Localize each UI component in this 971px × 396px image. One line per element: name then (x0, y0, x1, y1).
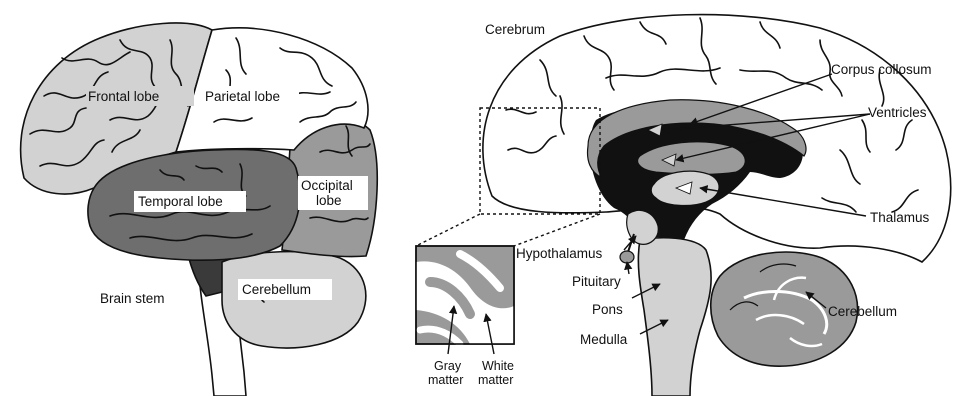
brain-stem-label: Brain stem (100, 291, 165, 306)
cerebellum-lateral-label: Cerebellum (242, 282, 311, 297)
gray-matter-label-line2: matter (428, 373, 463, 387)
thalamus-label: Thalamus (870, 210, 930, 225)
cerebellum-sagittal-label: Cerebellum (828, 304, 897, 319)
ventricles-label: Ventricles (868, 105, 927, 120)
pituitary-gland (620, 251, 634, 263)
brainstem-sagittal-shape (638, 238, 711, 396)
temporal-lobe-label: Temporal lobe (138, 194, 223, 209)
gray-matter-label-line1: Gray (434, 359, 462, 373)
gray-white-matter-inset (416, 246, 514, 344)
parietal-lobe-label: Parietal lobe (205, 89, 280, 104)
lateral-brain-view: Frontal lobe Parietal lobe Temporal lobe… (21, 23, 378, 396)
pituitary-leader (627, 262, 629, 274)
white-matter-label-line1: White (482, 359, 514, 373)
white-matter-label-line2: matter (478, 373, 513, 387)
hypothalamus-label: Hypothalamus (516, 246, 603, 261)
corpus-collosum-label: Corpus collosum (831, 62, 932, 77)
occipital-lobe-label-line1: Occipital (301, 178, 353, 193)
cerebrum-label: Cerebrum (485, 22, 545, 37)
occipital-lobe-label-line2: lobe (316, 193, 342, 208)
sagittal-brain-view: Cerebrum Corpus collosum Ventricles Thal… (416, 15, 951, 396)
frontal-lobe-label: Frontal lobe (88, 89, 159, 104)
medulla-label: Medulla (580, 332, 628, 347)
pituitary-label: Pituitary (572, 274, 621, 289)
pons-label: Pons (592, 302, 623, 317)
